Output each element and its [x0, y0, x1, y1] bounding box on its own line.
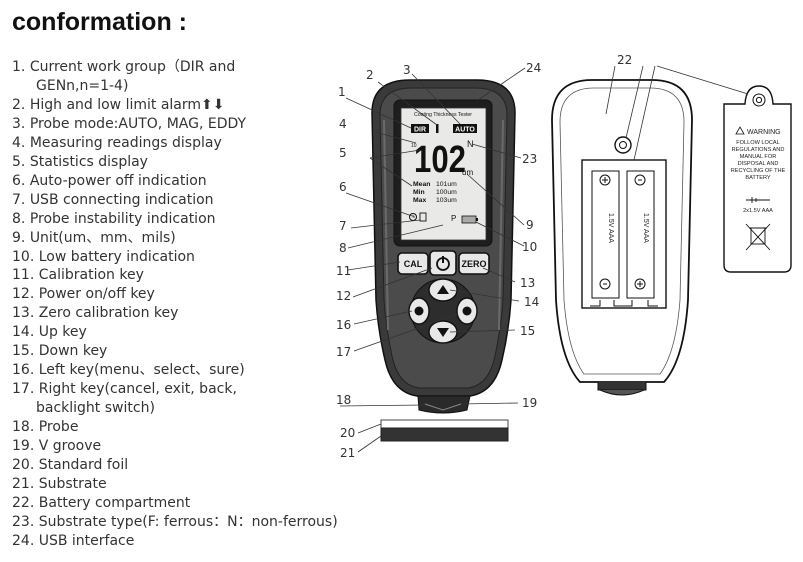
right-key-dot: [462, 306, 472, 316]
cover-line-1: FOLLOW LOCAL: [736, 140, 780, 146]
callout-15: 15: [520, 324, 535, 338]
measurement-reading: 102: [414, 139, 466, 181]
callout-3: 3: [403, 63, 411, 77]
legend-item: 23. Substrate type(F: ferrous：N：non-ferr…: [12, 513, 338, 530]
callout-22: 22: [617, 53, 632, 67]
cover-line-3: MANUAL FOR: [740, 154, 776, 160]
callout-11: 11: [336, 264, 351, 278]
callout-7: 7: [339, 219, 347, 233]
legend-item: 18. Probe: [12, 419, 79, 436]
legend-item: 6. Auto-power off indication: [12, 172, 207, 189]
front-view: Coating Thickness Tester DIR AUTO 10 102…: [371, 79, 516, 442]
callout-6: 6: [339, 180, 347, 194]
down-arrow-icon: [437, 328, 449, 337]
low-battery-icon: [461, 215, 477, 224]
up-arrow-icon: [437, 285, 449, 294]
recycle-bin-icon: [745, 223, 771, 251]
warning-icon: [735, 126, 745, 135]
callout-14: 14: [524, 295, 539, 309]
cover-spec: 2x1.5V AAA: [743, 208, 773, 214]
group-subscript: 10: [411, 143, 417, 149]
probe: [417, 395, 471, 414]
stat-min-label: Min: [413, 189, 425, 196]
callout-4: 4: [339, 117, 347, 131]
callout-1: 1: [338, 85, 346, 99]
legend-item: backlight switch): [36, 400, 155, 417]
back-view: 1.5V AAA 1.5V AAA: [551, 79, 693, 396]
callout-20: 20: [340, 426, 355, 440]
legend-item: 12. Power on/off key: [12, 286, 155, 303]
legend-item: 13. Zero calibration key: [12, 305, 179, 322]
stat-mean-value: 101um: [436, 181, 457, 188]
callout-18: 18: [336, 393, 351, 407]
zero-key-label: ZERO: [461, 259, 486, 269]
callout-16: 16: [336, 318, 351, 332]
legend-item: 15. Down key: [12, 343, 108, 360]
substrate-type-indicator: N: [467, 139, 474, 149]
legend-item: 9. Unit(um、mm、mils): [12, 229, 176, 246]
legend-item: 20. Standard foil: [12, 457, 129, 474]
callout-19: 19: [522, 396, 537, 410]
legend-item: 1. Current work group（DIR and: [12, 59, 236, 75]
cover-line-2: REGULATIONS AND: [732, 147, 785, 153]
cover-line-5: RECYCLING OF THE: [731, 168, 786, 174]
probe-mode-indicator: AUTO: [455, 127, 475, 134]
work-group-indicator: DIR: [414, 127, 426, 134]
callout-12: 12: [336, 289, 351, 303]
battery-symbol-icon: [746, 197, 770, 203]
legend-item: 7. USB connecting indication: [12, 191, 214, 208]
cover-line-6: BATTERY: [745, 175, 771, 181]
legend-item: 19. V groove: [12, 438, 102, 455]
leader-lines: [339, 65, 749, 453]
legend-item: 11. Calibration key: [12, 267, 144, 284]
stat-max-value: 103um: [436, 197, 457, 204]
page-title: conformation :: [12, 8, 187, 36]
stat-mean-label: Mean: [413, 181, 430, 188]
callout-21: 21: [340, 446, 355, 460]
left-key-dot: [414, 306, 424, 316]
legend-item: 2. High and low limit alarm⬆⬇: [12, 96, 225, 113]
legend-item: 5. Statistics display: [12, 153, 148, 170]
battery-cover: WARNING FOLLOW LOCAL REGULATIONS AND MAN…: [723, 85, 792, 273]
battery-right-label: 1.5V AAA: [642, 213, 649, 243]
standard-foil: [380, 419, 509, 429]
component-legend: 1. Current work group（DIR and GENn,n=1-4…: [12, 58, 338, 551]
legend-item: 24. USB interface: [12, 532, 135, 549]
unit-indicator: um: [462, 168, 473, 177]
cal-key-label: CAL: [404, 259, 423, 269]
legend-item: 14. Up key: [12, 324, 87, 341]
callout-5: 5: [339, 146, 347, 160]
callout-17: 17: [336, 345, 351, 359]
legend-item: 4. Measuring readings display: [12, 134, 222, 151]
callout-10: 10: [522, 240, 537, 254]
calibration-key[interactable]: [397, 252, 429, 275]
screen-header: Coating Thickness Tester: [414, 112, 472, 118]
zero-key[interactable]: [458, 252, 490, 275]
callout-2: 2: [366, 68, 374, 82]
legend-item: 17. Right key(cancel, exit, back,: [12, 381, 237, 398]
legend-item: 8. Probe instability indication: [12, 210, 216, 227]
legend-item: 21. Substrate: [12, 475, 107, 492]
battery-left-label: 1.5V AAA: [607, 213, 614, 243]
stat-max-label: Max: [413, 197, 426, 204]
callout-24: 24: [526, 61, 541, 75]
callout-13: 13: [520, 276, 535, 290]
callout-23: 23: [522, 152, 537, 166]
stat-min-value: 100um: [436, 189, 457, 196]
probe-instability-icon: P: [451, 214, 456, 223]
cover-warning: WARNING: [747, 129, 781, 136]
callout-9: 9: [526, 218, 534, 232]
cover-plate: [723, 85, 792, 273]
cover-line-4: DISPOSAL AND: [738, 161, 779, 167]
legend-item: 16. Left key(menu、select、sure): [12, 362, 245, 379]
v-groove: [424, 403, 462, 411]
callout-8: 8: [339, 241, 347, 255]
usb-connect-icon: [419, 212, 427, 222]
legend-item: GENn,n=1-4): [36, 77, 129, 94]
legend-item: 22. Battery compartment: [12, 494, 191, 511]
substrate: [380, 427, 509, 442]
legend-item: 3. Probe mode:AUTO, MAG, EDDY: [12, 115, 247, 132]
legend-item: 10. Low battery indication: [12, 248, 195, 265]
